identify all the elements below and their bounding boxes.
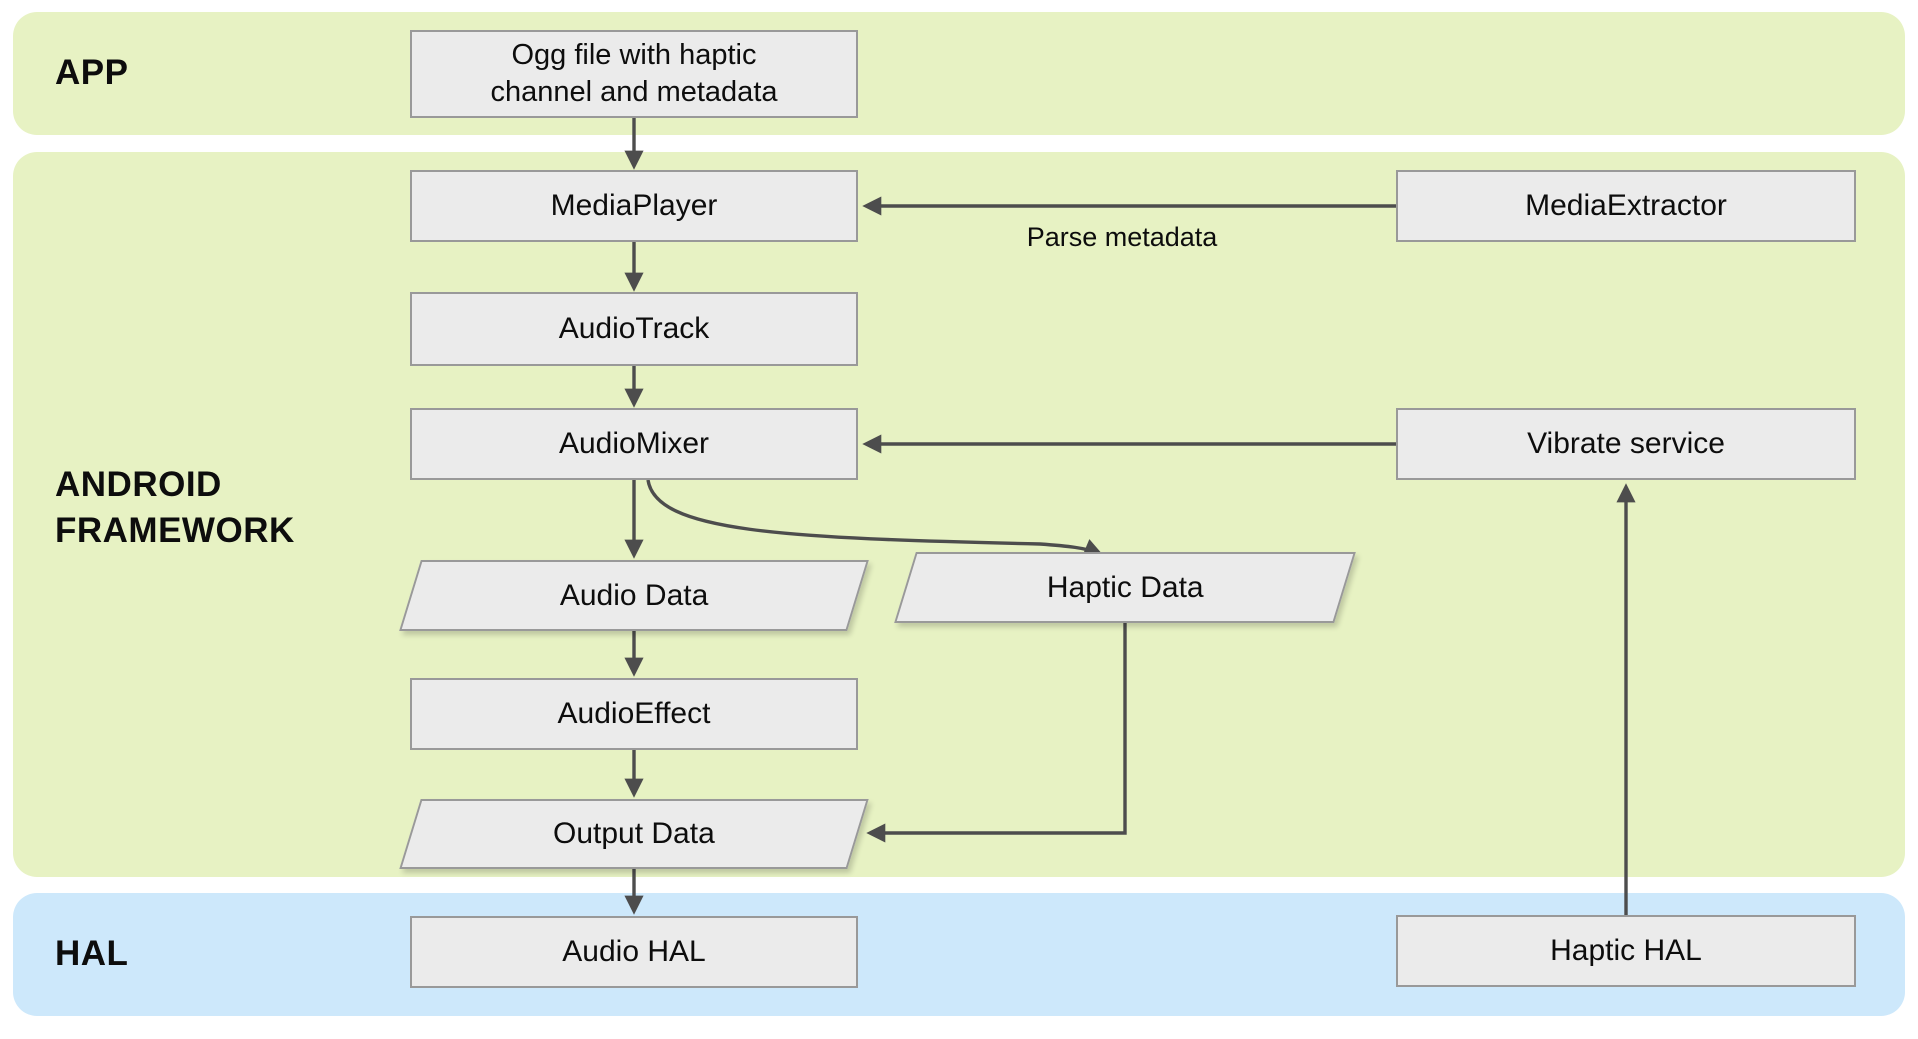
node-audio-effect: AudioEffect: [410, 678, 858, 750]
node-audio-mixer: AudioMixer: [410, 408, 858, 480]
node-media-extractor-label: MediaExtractor: [1525, 189, 1727, 222]
band-android-framework: ANDROID FRAMEWORK: [13, 152, 1905, 877]
band-android-framework-label: ANDROID FRAMEWORK: [55, 465, 295, 550]
node-audio-effect-label: AudioEffect: [557, 697, 711, 730]
node-media-extractor: MediaExtractor: [1396, 170, 1856, 242]
node-output-data: Output Data: [399, 799, 869, 869]
node-audio-hal: Audio HAL: [410, 916, 858, 988]
node-audio-hal-label: Audio HAL: [562, 935, 706, 968]
node-audio-data-label: Audio Data: [559, 578, 709, 612]
node-haptic-data-label: Haptic Data: [1046, 570, 1204, 604]
band-app-label: APP: [55, 53, 129, 92]
node-media-player: MediaPlayer: [410, 170, 858, 242]
edge-label-parse-metadata: Parse metadata: [1026, 222, 1218, 252]
band-hal-label: HAL: [55, 934, 129, 973]
node-audio-track-label: AudioTrack: [558, 312, 710, 345]
node-ogg-file-label: Ogg file with haptic channel and metadat…: [490, 39, 778, 108]
node-haptic-hal: Haptic HAL: [1396, 915, 1856, 987]
node-vibrate-service-label: Vibrate service: [1527, 427, 1725, 460]
node-audio-data: Audio Data: [399, 560, 869, 631]
node-output-data-label: Output Data: [553, 817, 715, 850]
band-app: APP: [13, 12, 1905, 135]
node-vibrate-service: Vibrate service: [1396, 408, 1856, 480]
node-media-player-label: MediaPlayer: [550, 189, 718, 222]
node-audio-track: AudioTrack: [410, 292, 858, 366]
node-haptic-data: Haptic Data: [894, 552, 1356, 623]
node-audio-mixer-label: AudioMixer: [558, 427, 710, 460]
node-ogg-file: Ogg file with haptic channel and metadat…: [410, 30, 858, 118]
node-haptic-hal-label: Haptic HAL: [1550, 934, 1702, 967]
